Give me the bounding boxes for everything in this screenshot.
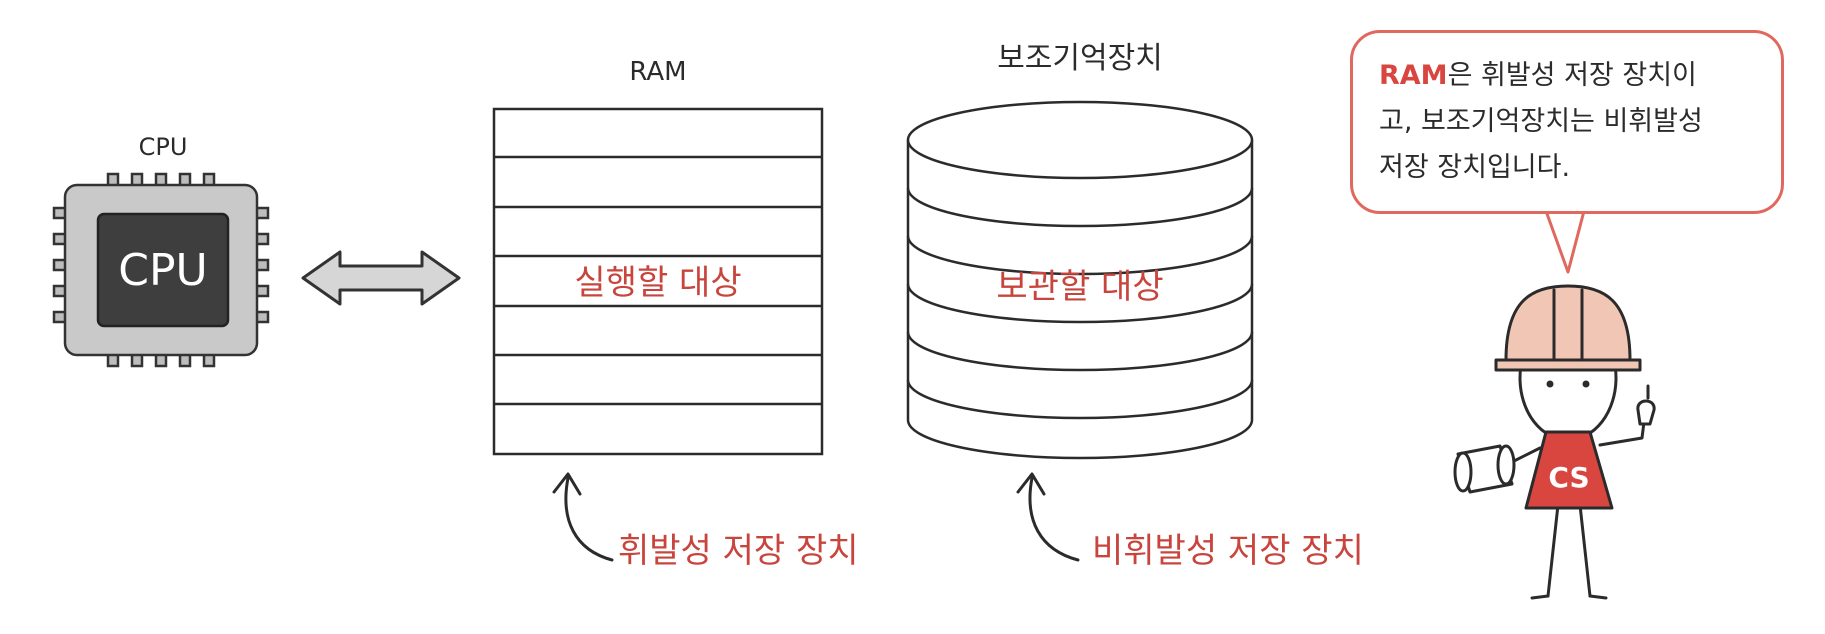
blueprint-scroll-icon: [1453, 444, 1516, 494]
ram-component: RAM 실행할 대상: [492, 57, 824, 456]
storage-cylinder-icon: [906, 100, 1254, 460]
character-illustration: [1453, 284, 1656, 600]
storage-annotation-label: 비휘발성 저장 장치: [1092, 531, 1364, 571]
speech-bubble-line: 고, 보조기억장치는 비휘발성: [1379, 106, 1703, 137]
cs-shirt-label: CS: [1548, 461, 1589, 494]
helmet-icon: [1504, 284, 1632, 362]
speech-bubble: RAM은 휘발성 저장 장치이 고, 보조기억장치는 비휘발성 저장 장치입니다…: [1350, 30, 1784, 214]
cs-shirt: [1524, 430, 1614, 510]
storage-component: 보조기억장치 보관할 대상: [906, 41, 1254, 460]
cpu-chip-icon: [52, 172, 270, 368]
speech-bubble-line: RAM은 휘발성 저장 장치이: [1379, 53, 1759, 99]
ram-annotation-label: 휘발성 저장 장치: [618, 531, 859, 571]
cpu-component: CPU: [52, 133, 270, 368]
speech-bubble-line: 저장 장치입니다.: [1379, 152, 1571, 183]
speech-bubble-tail: [1544, 210, 1586, 274]
ram-annotation: 휘발성 저장 장치: [552, 472, 859, 571]
storage-annotation: 비휘발성 저장 장치: [1016, 472, 1364, 571]
ram-caption: RAM: [629, 57, 686, 87]
storage-caption: 보조기억장치: [997, 41, 1163, 76]
speech-bubble-highlight: RAM: [1379, 60, 1448, 91]
cpu-chip-label: CPU: [118, 245, 207, 296]
ram-center-label: 실행할 대상: [574, 263, 741, 303]
storage-center-label: 보관할 대상: [996, 267, 1163, 307]
bidirectional-arrow-icon: [301, 250, 461, 306]
speech-bubble-text: 은 휘발성 저장 장치이: [1447, 60, 1697, 91]
cpu-caption: CPU: [139, 133, 188, 161]
curved-arrow-icon: [564, 476, 614, 562]
ram-memory-grid: [492, 107, 824, 456]
curved-arrow-icon: [1028, 476, 1080, 562]
